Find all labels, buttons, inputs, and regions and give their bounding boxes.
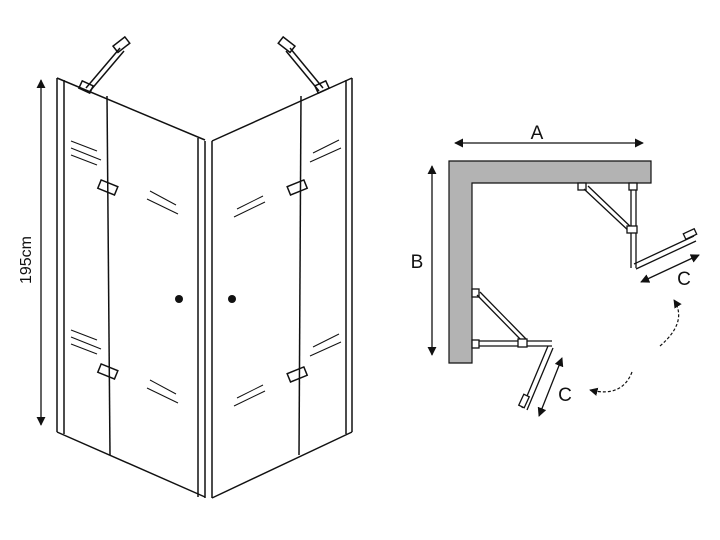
- door-top-width-dimension: [640, 254, 700, 283]
- dimension-label-c-left: C: [558, 385, 572, 406]
- plan-view: [427, 138, 700, 417]
- door-handles: [175, 295, 236, 303]
- left-enclosure-side: [56, 77, 206, 498]
- dimension-label-c-top: C: [677, 269, 691, 290]
- swing-arrow-left-door: [589, 371, 633, 396]
- support-bar-right: [277, 35, 331, 95]
- right-enclosure-side: [211, 77, 353, 499]
- support-bar-left: [77, 35, 131, 95]
- door-left-plan: [471, 288, 554, 411]
- hinges: [96, 178, 309, 383]
- height-label: 195cm: [18, 236, 35, 284]
- door-left-width-dimension: [537, 357, 564, 417]
- door-top-plan: [577, 182, 698, 270]
- wall-corner: [448, 160, 652, 364]
- dimension-label-b: B: [411, 252, 424, 273]
- swing-arrow-top-door: [659, 299, 682, 347]
- dimension-label-a: A: [531, 123, 544, 144]
- perspective-view: [36, 35, 353, 499]
- glass-reflections: [70, 139, 342, 407]
